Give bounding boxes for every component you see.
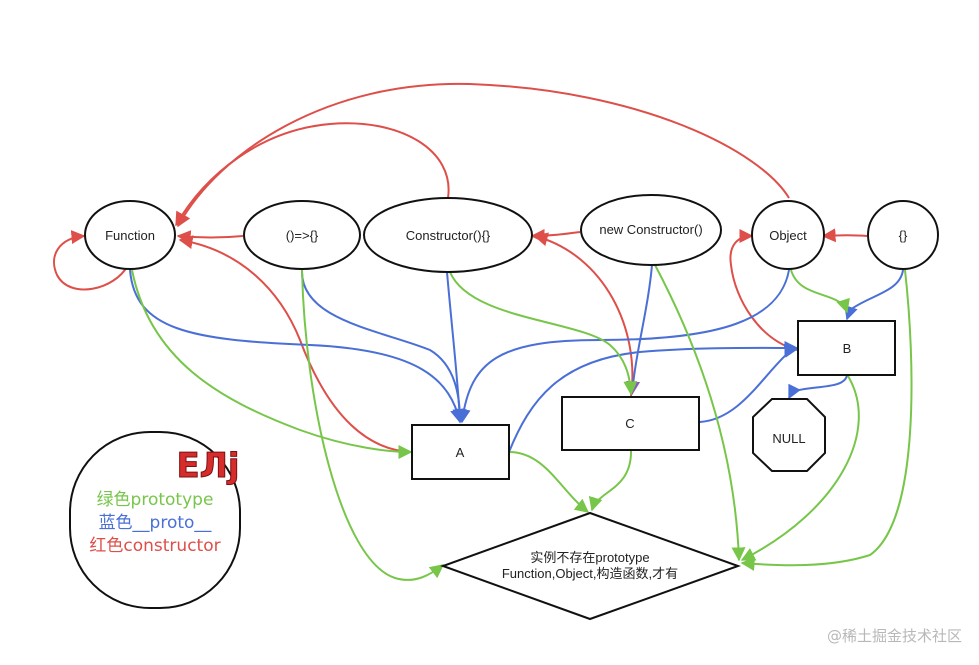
edge-red-arrowfn-to-function (176, 230, 244, 245)
legend: ЕЛј 绿色prototype 蓝色__proto__ 红色constructo… (69, 431, 241, 609)
edges (53, 82, 913, 581)
node-object-literal-label: {} (899, 228, 908, 243)
edge-green-b-to-diamond (740, 375, 860, 561)
edge-green-c-to-diamond (588, 449, 633, 512)
node-constructor-fn: Constructor(){} (363, 197, 533, 273)
edge-green-object-to-b (790, 269, 850, 314)
node-arrow-fn: ()=>{} (243, 200, 361, 270)
edge-red-c-to-constructor (533, 232, 634, 397)
node-null-label: NULL (772, 431, 805, 446)
diamond-note-line2: Function,Object,构造函数,才有 (502, 566, 678, 581)
edge-green-constructor-to-c (449, 271, 638, 396)
edge-blue-newconstructor-to-c (626, 264, 653, 396)
edge-red-constructor-to-function (175, 122, 450, 227)
node-object-label: Object (769, 228, 807, 243)
node-constructor-fn-label: Constructor(){} (406, 228, 491, 243)
node-a: A (411, 424, 510, 480)
node-arrow-fn-label: ()=>{} (286, 228, 319, 243)
edge-red-a-to-function (178, 235, 412, 453)
legend-red-label: 红色constructor (89, 536, 220, 556)
edge-blue-object-to-a (456, 269, 790, 424)
node-object: Object (751, 200, 825, 270)
edge-blue-constructor-to-a (446, 271, 467, 424)
edge-green-arrowfn-to-diamond (301, 269, 445, 581)
legend-green-label: 绿色prototype (97, 490, 214, 510)
logo-icon: ЕЛј (176, 446, 240, 487)
edge-green-objliteral-to-diamond (740, 269, 913, 571)
edge-blue-c-to-b (699, 343, 799, 423)
edge-red-object-to-function (177, 82, 790, 228)
node-function-label: Function (105, 228, 155, 243)
edge-blue-b-to-null (788, 374, 848, 400)
edge-blue-objliteral-to-b (844, 269, 904, 321)
node-function: Function (84, 200, 176, 270)
edge-red-objliteral-to-object (821, 228, 868, 243)
edge-blue-function-to-a (129, 269, 464, 424)
node-diamond-note: 实例不存在prototype Function,Object,构造函数,才有 (440, 511, 741, 621)
edge-green-function-to-a (131, 269, 413, 459)
node-new-constructor-label: new Constructor() (599, 222, 702, 237)
node-c: C (561, 396, 700, 451)
edge-green-newconstructor-to-diamond (654, 264, 746, 562)
node-a-label: A (456, 445, 465, 460)
node-null: NULL (752, 398, 826, 472)
node-b: B (797, 320, 896, 376)
edge-green-a-to-diamond (508, 451, 590, 513)
watermark-text: @稀土掘金技术社区 (827, 627, 962, 645)
legend-blue-label: 蓝色__proto__ (99, 513, 212, 533)
edge-red-function-self-loop (53, 230, 129, 291)
node-new-constructor: new Constructor() (580, 194, 722, 266)
node-b-label: B (843, 341, 852, 356)
edge-red-b-to-object (729, 229, 798, 351)
edge-red-newconstructor-to-constructor (530, 228, 581, 243)
edge-blue-a-to-b (508, 340, 799, 453)
node-c-label: C (625, 416, 634, 431)
diamond-note-line1: 实例不存在prototype (530, 550, 649, 565)
logo-text: ЕЛј (176, 446, 239, 486)
node-object-literal: {} (867, 200, 939, 270)
